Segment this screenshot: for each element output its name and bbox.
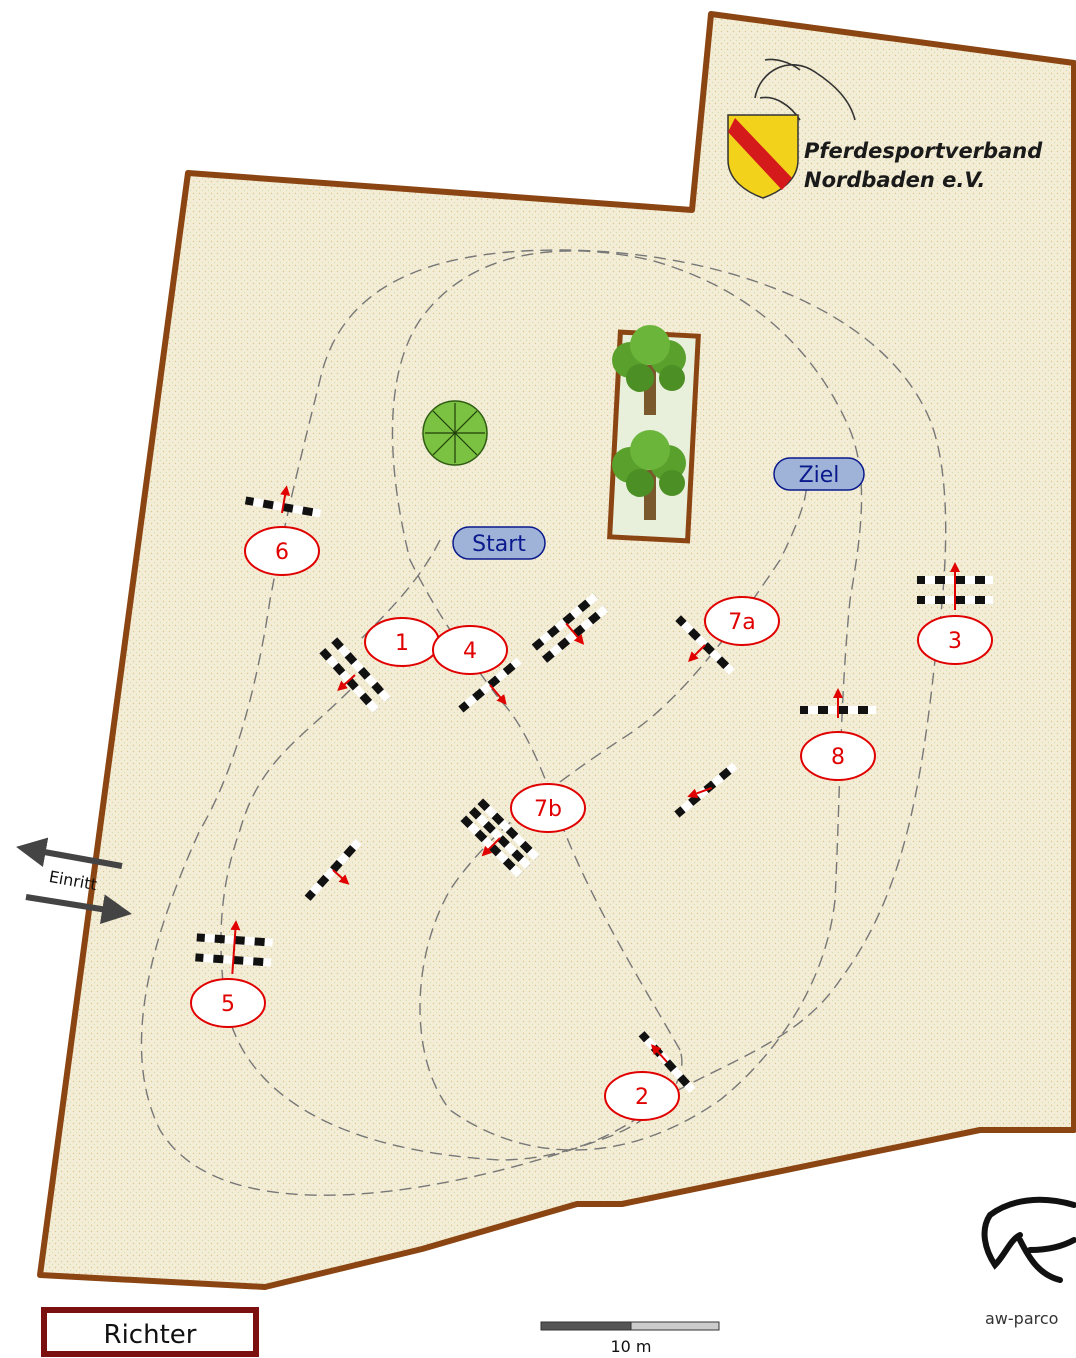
svg-text:Ziel: Ziel [799,463,840,488]
svg-text:Einritt: Einritt [48,867,99,894]
svg-text:7a: 7a [728,610,755,635]
fence-7a [675,615,735,675]
fence-label-7a: 7a [704,596,780,646]
fence-label-7b: 7b [510,783,586,833]
fence-8 [800,688,876,718]
svg-text:2: 2 [635,1085,649,1110]
bush-icon [422,400,488,466]
svg-text:4: 4 [463,639,477,664]
svg-text:3: 3 [948,629,962,654]
fence-4 [458,657,522,713]
fence-label-6: 6 [244,526,320,576]
svg-text:aw-parco: aw-parco [985,1309,1058,1328]
fence-6 [244,485,322,518]
svg-text:1: 1 [395,631,409,656]
aw-parco-logo: aw-parco [981,1196,1076,1328]
fence-single-right [674,762,738,818]
fence-2 [638,1031,696,1093]
fence-label-5: 5 [190,978,266,1028]
fence-3 [917,562,993,610]
svg-text:10 m: 10 m [610,1337,651,1356]
svg-text:Pferdesportverband: Pferdesportverband [804,139,1043,163]
fence-oxer-top [531,593,609,663]
svg-text:Start: Start [472,532,526,557]
fence-7b [460,798,540,878]
svg-text:5: 5 [221,992,235,1017]
association-logo: Pferdesportverband Nordbaden e.V. [727,58,1043,199]
jumping-horse-icon [981,1196,1076,1283]
fence-label-4: 4 [432,625,508,675]
svg-text:8: 8 [831,745,845,770]
start-marker: Start [452,526,546,560]
fence-label-2: 2 [604,1071,680,1121]
svg-text:7b: 7b [534,797,562,822]
fence-1 [319,637,391,713]
judge-box: Richter [41,1307,259,1357]
fence-label-1: 1 [364,617,440,667]
finish-marker: Ziel [773,457,865,491]
svg-text:Richter: Richter [104,1320,197,1350]
fence-single-left [304,839,362,901]
fence-5 [195,920,273,975]
scale-bar: 10 m [540,1321,720,1356]
fence-label-3: 3 [917,615,993,665]
tree-icon [612,325,686,415]
svg-text:Nordbaden e.V.: Nordbaden e.V. [804,168,985,192]
tree-icon [612,430,686,520]
fence-label-8: 8 [800,731,876,781]
svg-text:6: 6 [275,540,289,565]
